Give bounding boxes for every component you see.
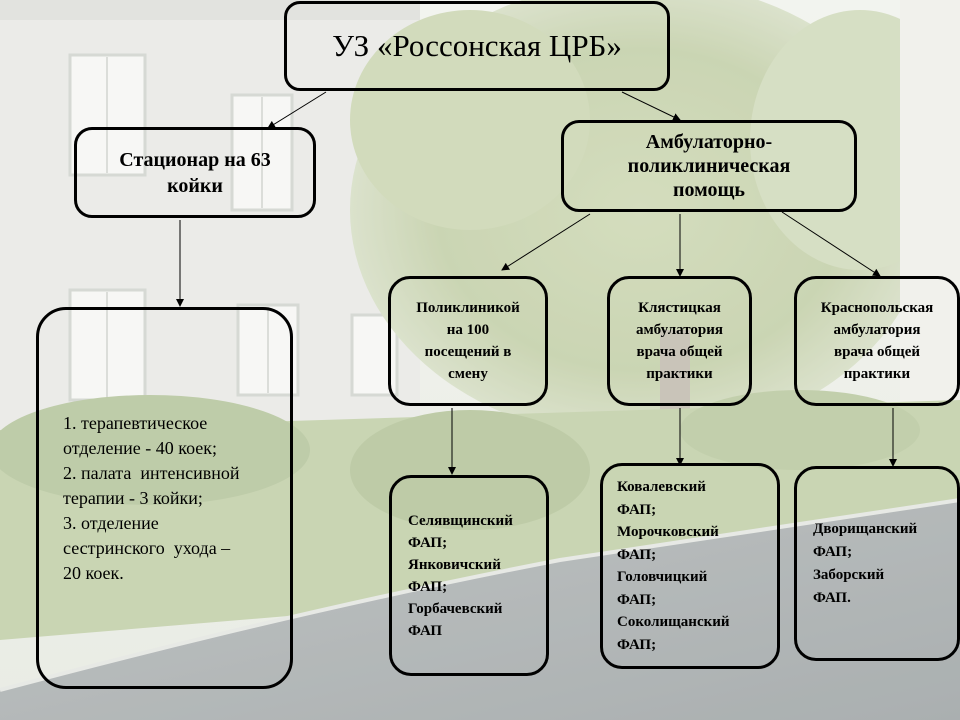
fap-line: Горбачевский <box>408 600 503 617</box>
krasnopolskaya-line: врача общей <box>833 344 920 360</box>
fap-line: Морочковский <box>617 524 719 540</box>
fap-line: Соколищанский <box>617 614 730 630</box>
ambulatory-line: поликлиническая <box>627 155 791 177</box>
arrow-root-to-stationary <box>267 91 327 129</box>
fap-group-2-node: Ковалевский ФАП; Морочковский ФАП; Голов… <box>600 463 780 669</box>
polyclinic-line: Поликлиникой <box>416 300 520 316</box>
arrow-ambulatory-to-polyclinic <box>501 213 591 271</box>
polyclinic-line: смену <box>448 366 488 382</box>
fap-line: ФАП; <box>408 578 448 595</box>
fap-line: Дворищанский <box>813 520 918 537</box>
fap-line: ФАП; <box>617 591 657 608</box>
klyastitskaya-line: практики <box>646 366 713 382</box>
fap-group-3-node: Дворищанский ФАП; Заборский ФАП. <box>794 466 960 661</box>
department-line: отделение - 40 коек; <box>63 437 218 458</box>
polyclinic-line: на 100 <box>446 322 490 338</box>
fap-line: Заборский <box>813 566 885 583</box>
fap-line: ФАП; <box>813 543 853 560</box>
ambulatory-line: помощь <box>673 179 745 201</box>
root-node: УЗ «Россонская ЦРБ» <box>284 1 670 91</box>
department-line: 1. терапевтическое <box>63 412 208 433</box>
klyastitskaya-line: амбулатория <box>635 322 724 338</box>
polyclinic-line: посещений в <box>424 344 512 360</box>
fap-line: Ковалевский <box>617 479 706 495</box>
department-line: сестринского ухода – <box>63 537 231 558</box>
department-line: 20 коек. <box>63 562 124 583</box>
fap-line: ФАП; <box>617 501 657 518</box>
fap-group-1-node: Селявщинский ФАП; Янковичский ФАП; Горба… <box>389 475 549 676</box>
fap-line: ФАП; <box>408 534 448 551</box>
krasnopolskaya-line: амбулатория <box>833 322 921 338</box>
krasnopolskaya-line: Краснопольская <box>820 300 934 316</box>
fap-line: Головчицкий <box>617 569 708 585</box>
department-line: 3. отделение <box>63 512 159 533</box>
klyastitskaya-node: Клястицкая амбулатория врача общей практ… <box>607 276 752 406</box>
polyclinic-node: Поликлиникой на 100 посещений в смену <box>388 276 548 406</box>
stationary-line: койки <box>167 174 223 197</box>
ambulatory-node: Амбулаторно- поликлиническая помощь <box>561 120 857 212</box>
fap-line: ФАП; <box>617 546 657 563</box>
fap-line: Селявщинский <box>408 512 513 529</box>
stationary-line: Стационар на 63 <box>119 148 271 171</box>
fap-line: ФАП; <box>617 636 657 653</box>
department-line: 2. палата интенсивной <box>63 462 240 483</box>
root-title: УЗ «Россонская ЦРБ» <box>332 28 622 63</box>
ambulatory-line: Амбулаторно- <box>645 131 773 153</box>
krasnopolskaya-node: Краснопольская амбулатория врача общей п… <box>794 276 960 406</box>
department-line: терапии - 3 койки; <box>63 487 203 508</box>
arrow-ambulatory-to-krasnopolskaya <box>781 211 881 277</box>
arrow-root-to-ambulatory <box>621 91 681 121</box>
fap-line: Янковичский <box>408 556 501 573</box>
krasnopolskaya-line: практики <box>843 366 911 382</box>
fap-line: ФАП <box>408 622 443 639</box>
departments-node: 1. терапевтическое отделение - 40 коек; … <box>36 307 293 689</box>
stationary-node: Стационар на 63 койки <box>74 127 316 218</box>
klyastitskaya-line: Клястицкая <box>638 300 721 316</box>
klyastitskaya-line: врача общей <box>636 344 723 360</box>
fap-line: ФАП. <box>813 589 851 606</box>
